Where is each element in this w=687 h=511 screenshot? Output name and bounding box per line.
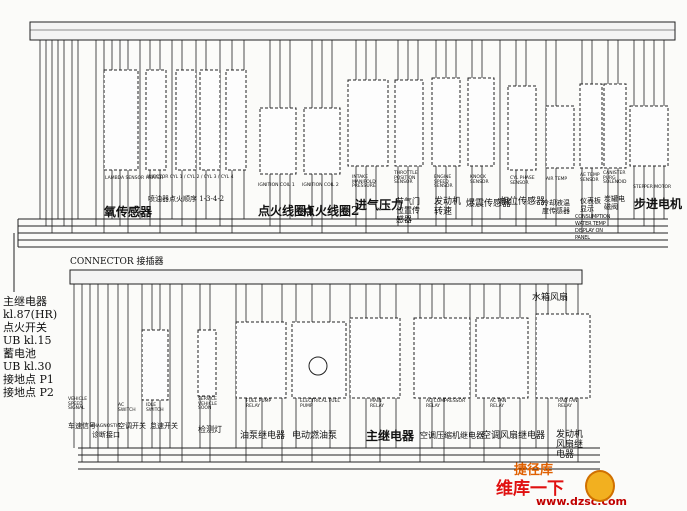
temp-sub: AIR TEMP xyxy=(546,177,568,182)
mascot-icon xyxy=(585,470,615,502)
coil1-sub: IGNITION COIL 1 xyxy=(258,183,295,188)
ac-switch-sub: AC SWITCH xyxy=(118,403,136,413)
watermark-url: www.dzsc.com xyxy=(536,495,628,508)
pump-label: 电动燃油泵 xyxy=(292,431,338,441)
side-kl30: UB kl.30 xyxy=(3,360,52,373)
side-ignition: 点火开关 xyxy=(3,321,47,334)
side-battery: 蓄电池 xyxy=(3,347,36,360)
top-component-box xyxy=(394,79,424,167)
coil2-sub: IGNITION COIL 2 xyxy=(302,183,339,188)
speed-label: 发动机转速 xyxy=(434,197,462,217)
ac-relay-sub: AC COMPRESSOR RELAY xyxy=(426,399,466,409)
bus-panel: PANEL xyxy=(575,235,590,241)
ac-switch-label: 空调开关 xyxy=(118,422,146,430)
canister-sub: CANISTER PURG SOLENOID xyxy=(603,171,627,185)
stepper-label: 步进电机 xyxy=(634,197,683,211)
vspeed-label: 车速信号 xyxy=(68,422,96,430)
tps-label: 节气门位置传感器 xyxy=(396,197,420,224)
knock-sub: KNOCK SENSOR xyxy=(470,175,489,185)
bus-consumption: CONSUMPTION xyxy=(575,214,611,220)
top-component-box xyxy=(431,77,461,167)
bottom-component-box xyxy=(349,317,401,399)
side-ground-p2: 接地点 P2 xyxy=(3,386,54,399)
injector-sub: INJECTOR CYL 1 / CYL 2 / CYL 3 / CYL 4 xyxy=(147,175,234,180)
watermark-logo: 捷径库 xyxy=(514,463,554,478)
temp-label: 冷却液温度传感器 xyxy=(542,199,570,215)
map-sub: INTAKE MANIFOLD PRESSURE xyxy=(352,175,376,189)
stepper-sub: STEPPER MOTOR xyxy=(633,185,672,190)
fuel-relay-label: 油泵继电器 xyxy=(240,431,286,441)
top-component-box xyxy=(579,83,603,169)
bottom-component-box xyxy=(235,321,287,399)
bottom-component-box xyxy=(197,329,217,397)
top-component-box xyxy=(347,79,389,167)
top-component-box xyxy=(175,69,197,171)
o2-sensor-sub: LAMBDA SENSOR HEATER xyxy=(105,176,164,181)
canister-label: 炭罐电磁阀 xyxy=(604,195,625,211)
top-component-box xyxy=(603,83,627,169)
coil1-label: 点火线圈1 xyxy=(258,204,315,218)
side-ground-p1: 接地点 P1 xyxy=(3,373,54,386)
map-label: 进气压力 xyxy=(355,198,404,212)
top-component-box xyxy=(629,105,669,167)
pump-motor-icon xyxy=(308,356,328,376)
fuel-relay-sub: FUEL PUMP RELAY xyxy=(246,399,272,409)
top-component-box xyxy=(467,77,495,167)
ac-relay-label: 空调压缩机继电器 xyxy=(420,431,484,440)
bottom-component-box xyxy=(141,329,169,401)
side-main-relay: 主继电器 xyxy=(3,295,47,308)
check-sub: SERVICE VEHICLE SOON xyxy=(198,397,218,411)
speed-sub: ENGINE SPEED SENSOR xyxy=(434,175,453,189)
fan-relay-sub: AC FAN RELAY xyxy=(490,399,507,409)
bottom-component-box xyxy=(535,313,591,399)
injector-label: 喷油器点火顺序 1-3-4-2 xyxy=(148,195,225,203)
rad-fan-sub: RAD FAN RELAY xyxy=(558,399,578,409)
top-component-box xyxy=(145,69,167,171)
phase-label: 相位传感器 xyxy=(500,197,546,207)
o2-sensor-label: 氧传感器 xyxy=(104,205,153,219)
bus-display-on: DISPLAY ON xyxy=(575,228,603,234)
check-label: 检测灯 xyxy=(198,425,222,434)
phase-sub: CYL PHASE SENSOR xyxy=(510,176,535,186)
knock-label: 爆震传感器 xyxy=(466,199,512,209)
side-legend: 主继电器 kl.87(HR) 点火开关 UB kl.15 蓄电池 UB kl.3… xyxy=(3,296,57,398)
bus-water-temp: WATER TEMP xyxy=(575,221,606,227)
diag-label: 诊断接口 xyxy=(92,431,120,439)
top-component-box xyxy=(103,69,139,171)
top-component-box xyxy=(225,69,247,171)
side-kl87: kl.87(HR) xyxy=(3,308,58,321)
tps-sub: THROTTLE POSITION SENSOR xyxy=(394,171,418,185)
top-component-box xyxy=(199,69,221,171)
coil2-label: 点火线圈2 xyxy=(303,204,360,218)
connector-label: CONNECTOR 接插器 xyxy=(70,257,164,267)
pump-sub: ELECTRICAL FUEL PUMP xyxy=(300,399,340,409)
rad-fan-label: 发动机风扇继电器 xyxy=(556,430,584,460)
watermark-main: 维库一下 xyxy=(496,479,564,499)
water-fan-label: 水箱风扇 xyxy=(532,293,569,303)
top-component-box xyxy=(303,107,341,175)
idle-sub: IDLE SWITCH xyxy=(146,403,164,413)
vspeed-sub: VEHICLE SPEED SIGNAL xyxy=(68,397,88,411)
diag-sub: DIAGNOSTIC xyxy=(92,424,121,429)
valve-sub: AE TEMP SENSOR xyxy=(580,173,600,183)
fan-relay-label: 空调风扇继电器 xyxy=(482,431,546,441)
main-relay-sub: MAIN RELAY xyxy=(370,399,385,409)
top-component-box xyxy=(259,107,297,175)
side-kl15: UB kl.15 xyxy=(3,334,52,347)
valve-label: 仪表板显示 xyxy=(580,197,601,213)
bottom-component-box xyxy=(413,317,471,399)
bottom-component-box xyxy=(475,317,529,399)
main-relay-label: 主继电器 xyxy=(366,429,415,443)
top-component-box xyxy=(507,85,537,171)
idle-label: 怠速开关 xyxy=(150,422,178,430)
top-component-box xyxy=(545,105,575,169)
